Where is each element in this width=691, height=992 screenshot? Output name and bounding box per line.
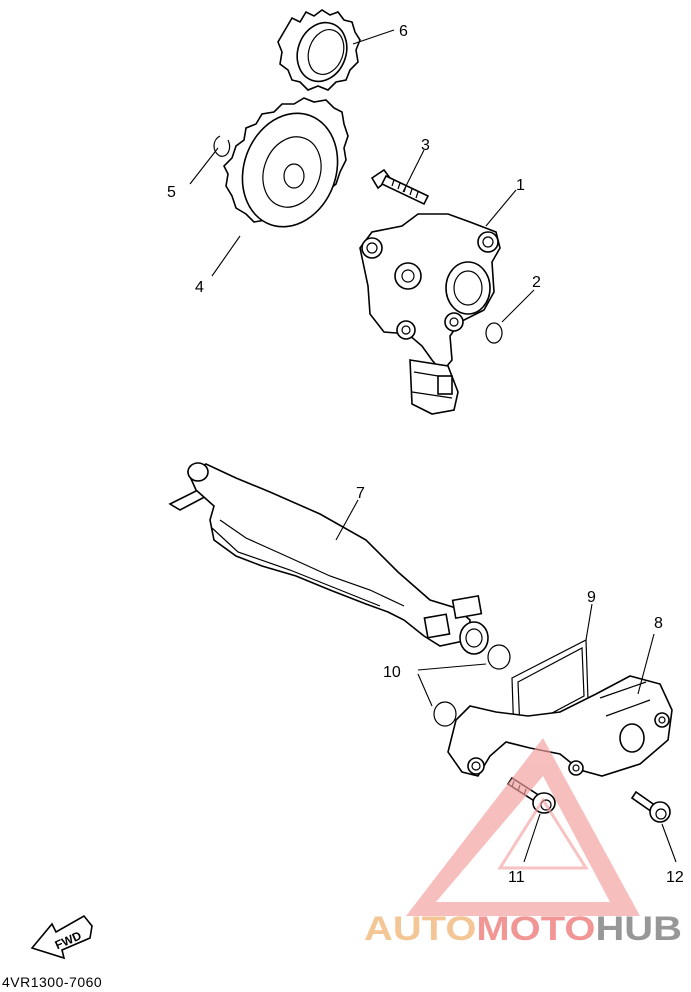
callout-7: 7 (356, 485, 365, 502)
callout-3: 3 (421, 137, 430, 154)
callout-labels: 6 3 1 5 2 4 7 9 8 10 11 12 (167, 23, 684, 886)
callout-12: 12 (666, 869, 684, 886)
part-5-circlip (213, 135, 231, 157)
part-8-delivery-pipe (447, 675, 673, 777)
part-1-oil-pump (359, 213, 501, 415)
part-10-o-ring-lower (433, 701, 457, 727)
fwd-arrow-icon: FWD (30, 914, 93, 960)
callout-8: 8 (654, 615, 663, 632)
part-10-o-ring-upper (487, 644, 511, 670)
diagram-code: 4VR1300-7060 (2, 974, 103, 990)
callout-9: 9 (587, 589, 596, 606)
part-6-small-gear (277, 9, 361, 91)
callout-5: 5 (167, 184, 176, 201)
leader-lines (189, 29, 677, 863)
callout-11: 11 (508, 869, 525, 886)
watermark-moto: MOTO (476, 910, 595, 948)
watermark-auto: AUTO (364, 910, 476, 948)
part-12-bolt (630, 790, 671, 823)
part-7-strainer (168, 462, 489, 655)
callout-1: 1 (516, 177, 525, 194)
part-4-large-gear (223, 97, 349, 228)
watermark-hub: HUB (595, 910, 682, 948)
callout-2: 2 (532, 274, 541, 291)
callout-4: 4 (195, 279, 204, 296)
callout-6: 6 (399, 23, 408, 40)
callout-10: 10 (383, 664, 401, 681)
part-3-bolt (370, 168, 430, 206)
watermark-triangle-icon (406, 738, 640, 916)
part-2-o-ring (485, 322, 503, 344)
